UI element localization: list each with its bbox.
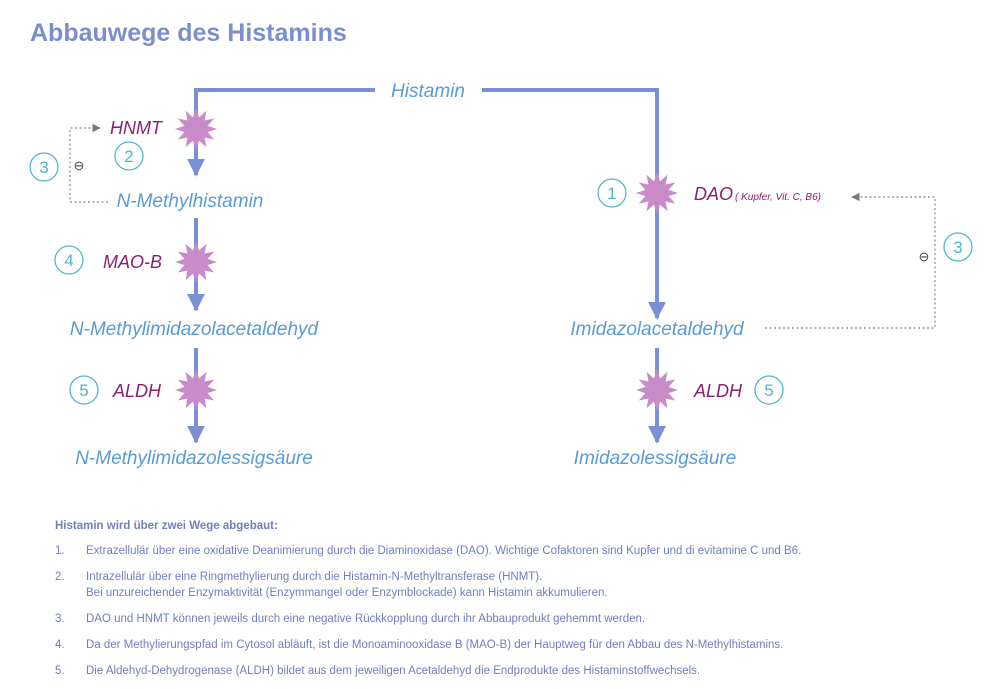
notes-list: 1. Extrazellulär über eine oxidative Dea… <box>55 543 975 679</box>
compound-histamine: Histamin <box>391 81 465 102</box>
list-item-text: Die Aldehyd-Dehydrogenase (ALDH) bildet … <box>86 665 701 677</box>
step-number-aldh-right: 5 <box>764 381 773 400</box>
list-item-number: 4. <box>55 639 65 651</box>
pathway-arrows <box>187 88 666 444</box>
enzyme-mao-b: MAO-B <box>103 252 162 272</box>
list-item-number: 3. <box>55 613 65 625</box>
list-item: 1. Extrazellulär über eine oxidative Dea… <box>55 543 975 559</box>
star-icon <box>175 369 217 411</box>
notes-section: Histamin wird über zwei Wege abgebaut: 1… <box>55 520 975 689</box>
page-title: Abbauwege des Histamins <box>30 19 347 47</box>
inhibition-symbol-right: ⊖ <box>919 249 930 264</box>
enzyme-aldh-right: ALDH <box>693 381 743 401</box>
star-icon <box>175 241 217 283</box>
step-circle-hnmt <box>114 141 144 171</box>
compound-imidazolacetaldehyd: Imidazolacetaldehyd <box>570 319 745 340</box>
list-item-text: Intrazellulär über eine Ringmethylierung… <box>86 571 543 583</box>
compound-imidazolessigsaeure: Imidazolessigsäure <box>574 448 737 469</box>
feedback-lines <box>69 123 936 329</box>
enzyme-dao-cofactors: ( Kupfer, Vit. C, B6) <box>735 192 821 203</box>
star-icon <box>636 172 678 214</box>
list-item-text: Extrazellulär über eine oxidative Deanim… <box>86 545 802 557</box>
list-item-text: DAO und HNMT können jeweils durch eine n… <box>86 613 646 625</box>
step-number-feedback-left: 3 <box>39 158 48 177</box>
list-item-number: 2. <box>55 571 65 583</box>
step-number-circles: 2 3 4 5 1 3 5 <box>29 141 973 405</box>
step-circle-mao-b <box>54 245 84 275</box>
compound-n-methylimidazolacetaldehyd: N-Methylimidazolacetaldehyd <box>70 319 320 340</box>
feedback-right-line <box>765 192 936 329</box>
list-item-number: 1. <box>55 545 65 557</box>
step-number-mao-b: 4 <box>64 251 73 270</box>
list-item: 5. Die Aldehyd-Dehydrogenase (ALDH) bild… <box>55 663 975 679</box>
enzyme-aldh-left: ALDH <box>112 381 162 401</box>
enzyme-hnmt: HNMT <box>110 118 164 138</box>
star-icon <box>636 369 678 411</box>
step-circle-dao <box>597 178 627 208</box>
feedback-left-line <box>69 123 108 203</box>
histamine-right-branch <box>482 88 666 320</box>
step-circle-aldh-right <box>754 375 784 405</box>
inhibition-symbol-left: ⊖ <box>74 158 85 173</box>
list-item: 3. DAO und HNMT können jeweils durch ein… <box>55 611 975 627</box>
step-circle-aldh-left <box>69 375 99 405</box>
histamine-left-branch <box>187 88 375 177</box>
enzyme-dao: DAO <box>694 184 733 204</box>
list-item-number: 5. <box>55 665 65 677</box>
compound-n-methylhistamine: N-Methylhistamin <box>117 191 264 212</box>
notes-heading: Histamin wird über zwei Wege abgebaut: <box>55 520 278 532</box>
step-circle-feedback-right <box>943 232 973 262</box>
step-number-dao: 1 <box>607 184 616 203</box>
step-number-hnmt: 2 <box>124 147 133 166</box>
step-number-aldh-left: 5 <box>79 381 88 400</box>
histamine-pathway-diagram: Abbauwege des Histamins ⊖ ⊖ 2 3 4 5 1 3 … <box>29 19 973 469</box>
list-item: 4. Da der Methylierungspfad im Cytosol a… <box>55 637 975 653</box>
compound-n-methylimidazolessigsaeure: N-Methylimidazolessigsäure <box>75 448 313 469</box>
list-item: 2. Intrazellulär über eine Ringmethylier… <box>55 569 975 601</box>
step-circle-feedback-left <box>29 152 59 182</box>
step-number-feedback-right: 3 <box>953 238 962 257</box>
list-item-text: Bei unzureichender Enzymaktivität (Enzym… <box>86 587 608 599</box>
star-icon <box>175 108 217 150</box>
list-item-text: Da der Methylierungspfad im Cytosol ablä… <box>86 639 784 651</box>
